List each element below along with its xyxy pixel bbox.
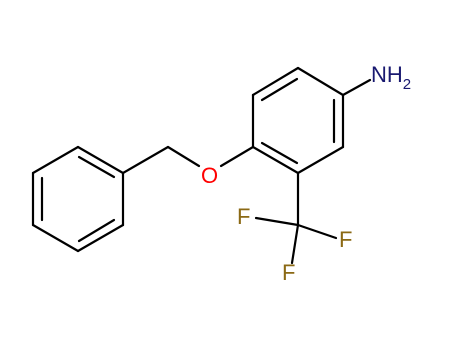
bond-c1-c2: [296, 66, 345, 97]
phenyl-ring: [31, 145, 125, 253]
bond-p2-p3: [76, 223, 125, 253]
bond-c6-c1: [251, 66, 300, 97]
fluorine-label-3: F: [282, 260, 295, 285]
bond-c5-o: [219, 145, 255, 168]
bond-c3-c4: [296, 145, 345, 175]
double-bond-p1-p6: [77, 155, 116, 179]
bond-c4-c5: [251, 145, 300, 175]
bond-p3-p4: [31, 223, 80, 253]
bond-c2-n: [341, 78, 372, 97]
bond-cf3-f2: [296, 223, 338, 240]
bond-p5-p6: [31, 145, 80, 175]
bond-p6-p1: [76, 145, 125, 175]
oxygen-label: O: [201, 163, 218, 188]
double-bond-c4-c5: [260, 141, 299, 165]
bond-cf3-f1: [254, 216, 300, 227]
bond-cf3-f3: [290, 223, 300, 265]
bond-o-ch2: [166, 145, 201, 168]
double-bond-c1-c6: [260, 77, 299, 102]
fluorine-label-2: F: [339, 227, 352, 252]
fluorine-label-1: F: [237, 204, 250, 229]
bond-ch2-phenyl: [121, 145, 170, 175]
amine-label: NH2: [371, 62, 411, 93]
double-bond-p2-p3: [77, 218, 116, 243]
aniline-ring: [251, 66, 345, 175]
